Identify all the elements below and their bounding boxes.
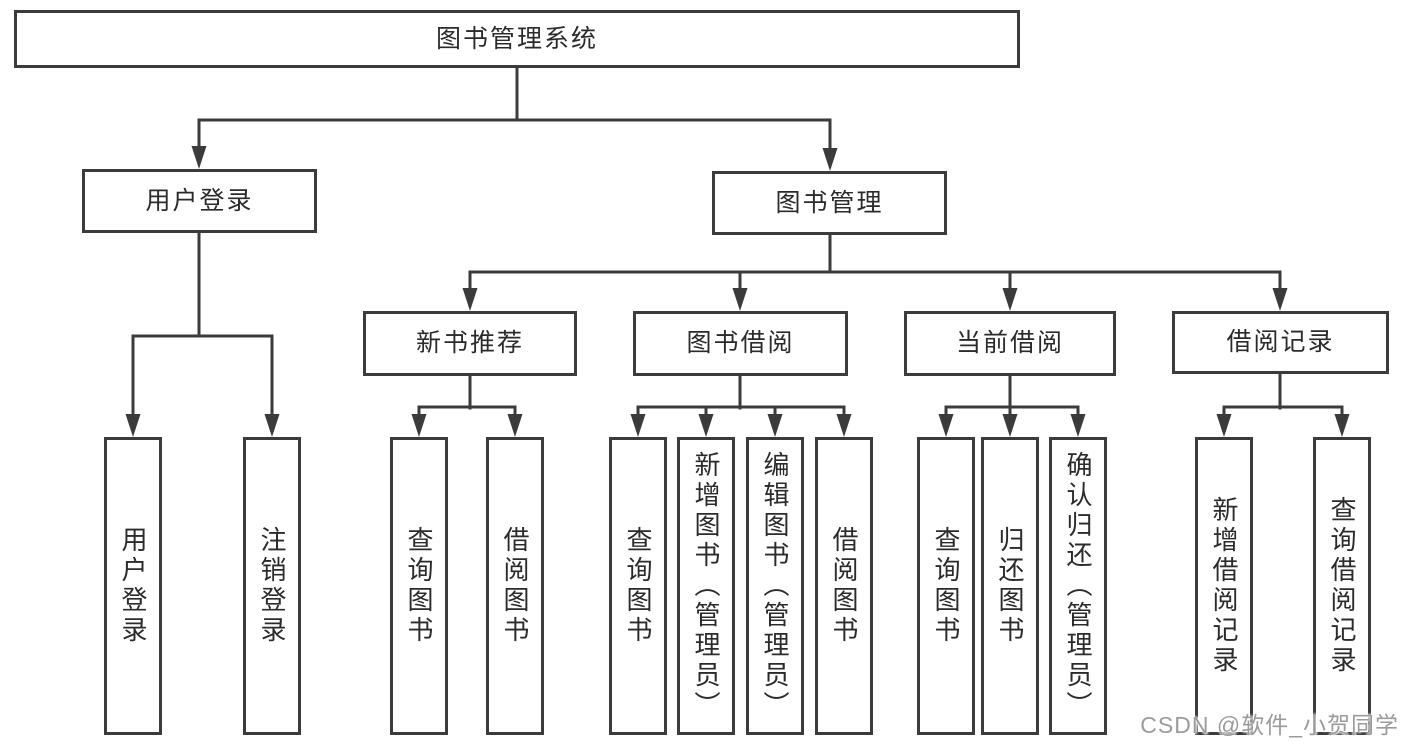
leaf-borrow-books-recommend: 借阅图书 bbox=[486, 437, 544, 735]
leaf-borrow-books: 借阅图书 bbox=[815, 437, 873, 735]
node-root: 图书管理系统 bbox=[14, 10, 1020, 68]
leaf-user-login: 用户登录 bbox=[104, 437, 162, 735]
leaf-add-books-admin: 新增图书（管理员） bbox=[677, 437, 735, 735]
leaf-query-books-borrow: 查询图书 bbox=[609, 437, 667, 735]
node-user-login: 用户登录 bbox=[82, 169, 317, 233]
node-current-borrowing: 当前借阅 bbox=[904, 311, 1116, 376]
leaf-edit-books-admin: 编辑图书（管理员） bbox=[746, 437, 804, 735]
node-borrowing-records: 借阅记录 bbox=[1172, 311, 1389, 374]
leaf-query-borrow-record: 查询借阅记录 bbox=[1313, 437, 1371, 735]
node-book-management: 图书管理 bbox=[712, 171, 947, 235]
leaf-logout-login: 注销登录 bbox=[243, 437, 301, 735]
node-new-book-recommendation: 新书推荐 bbox=[363, 311, 577, 376]
leaf-add-borrow-record: 新增借阅记录 bbox=[1195, 437, 1253, 735]
leaf-query-books-recommend: 查询图书 bbox=[390, 437, 448, 735]
leaf-query-books-current: 查询图书 bbox=[917, 437, 975, 735]
watermark: CSDN @软件_小贺同学 bbox=[1140, 712, 1399, 738]
leaf-return-books: 归还图书 bbox=[981, 437, 1039, 735]
leaf-confirm-return-admin: 确认归还（管理员） bbox=[1049, 437, 1107, 735]
node-book-borrowing: 图书借阅 bbox=[633, 311, 848, 376]
